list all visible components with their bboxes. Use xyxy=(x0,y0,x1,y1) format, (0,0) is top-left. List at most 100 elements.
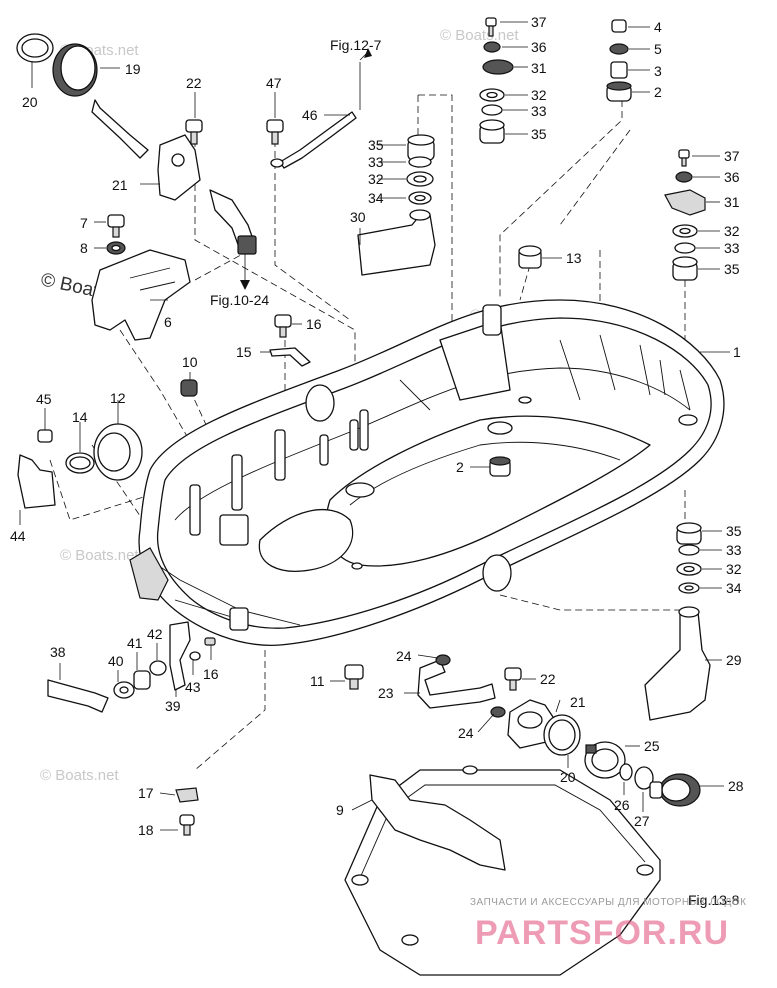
callout-46: 46 xyxy=(302,107,318,123)
bracket-21 xyxy=(157,134,257,255)
clamp-24-top xyxy=(435,654,451,666)
o-ring-33-center xyxy=(481,104,503,116)
bracket-44 xyxy=(17,454,56,509)
callout-5: 5 xyxy=(654,41,662,57)
screw-16-bottom xyxy=(204,637,216,646)
callout-31: 31 xyxy=(724,194,740,210)
clamp-24-bottom xyxy=(490,706,506,718)
callout-30: 30 xyxy=(350,209,366,225)
ground-wire-46 xyxy=(270,111,357,169)
o-ring-20 xyxy=(16,33,54,63)
clip-15 xyxy=(269,347,311,367)
hose-clamp-14 xyxy=(65,452,95,474)
callout-42: 42 xyxy=(147,626,163,642)
washer-32-right xyxy=(672,224,698,238)
bolt-11 xyxy=(344,664,364,690)
bracket-21-right xyxy=(507,699,556,749)
callout-10: 10 xyxy=(182,354,198,370)
callout-34: 34 xyxy=(726,580,742,596)
callout-35: 35 xyxy=(724,261,740,277)
callout-25: 25 xyxy=(644,738,660,754)
callout-24: 24 xyxy=(458,725,474,741)
callout-15: 15 xyxy=(236,344,252,360)
washer-34-top xyxy=(408,191,432,205)
callout-26: 26 xyxy=(614,797,630,813)
callout-8: 8 xyxy=(80,240,88,256)
washer-42 xyxy=(149,660,167,676)
grommet-2-top xyxy=(606,81,632,102)
screw-37-right xyxy=(678,149,690,167)
callout-6: 6 xyxy=(164,314,172,330)
footer-branding: ЗАПЧАСТИ И АКСЕССУАРЫ ДЛЯ МОТОРНЫХ ЛОДОК… xyxy=(470,897,746,952)
callout-29: 29 xyxy=(726,652,742,668)
callout-14: 14 xyxy=(72,409,88,425)
arrow-icon xyxy=(240,280,250,290)
figure-ref-middle: Fig.10-24 xyxy=(210,292,269,308)
washer-32-center xyxy=(479,88,505,102)
figure-references: Fig.12-7 Fig.10-24 Fig.13-8 xyxy=(210,37,740,908)
callout-1: 1 xyxy=(733,344,741,360)
leader-lines xyxy=(19,21,730,831)
washer-36-center xyxy=(483,41,501,53)
callout-38: 38 xyxy=(50,644,66,660)
callout-12: 12 xyxy=(110,390,126,406)
bolt-22 xyxy=(185,119,203,145)
callout-36: 36 xyxy=(724,169,740,185)
callout-32: 32 xyxy=(726,561,742,577)
callout-33: 33 xyxy=(368,154,384,170)
collar-40 xyxy=(113,681,135,699)
callout-2: 2 xyxy=(654,84,662,100)
figure-ref-bottom-right: Fig.13-8 xyxy=(688,892,740,908)
grommet-25 xyxy=(584,741,626,779)
callout-44: 44 xyxy=(10,528,26,544)
callout-17: 17 xyxy=(138,785,154,801)
callout-34: 34 xyxy=(368,190,384,206)
callout-35: 35 xyxy=(531,126,547,142)
callout-39: 39 xyxy=(165,698,181,714)
callout-33: 33 xyxy=(724,240,740,256)
callout-4: 4 xyxy=(654,19,662,35)
watermark: © Boats.net xyxy=(40,767,119,784)
hose-23 xyxy=(417,659,496,709)
grommet-12 xyxy=(93,423,143,481)
callout-22: 22 xyxy=(186,75,202,91)
callout-7: 7 xyxy=(80,215,88,231)
callout-19: 19 xyxy=(125,61,141,77)
bushing-35-top xyxy=(407,134,435,161)
bottom-plate xyxy=(344,765,661,976)
o-ring-20-right xyxy=(543,714,581,756)
bolt-47 xyxy=(266,119,284,145)
callout-37: 37 xyxy=(724,148,740,164)
screw-37-center xyxy=(485,17,497,37)
arrow-icon xyxy=(364,48,372,58)
lever-38 xyxy=(47,679,109,713)
callout-27: 27 xyxy=(634,813,650,829)
nut-plate-17 xyxy=(175,787,199,803)
callout-31: 31 xyxy=(531,60,547,76)
o-ring-33-top xyxy=(408,156,432,168)
bolt-45 xyxy=(37,429,53,443)
callout-47: 47 xyxy=(266,75,282,91)
bolt-7 xyxy=(107,214,125,238)
callout-28: 28 xyxy=(728,778,744,794)
callout-35: 35 xyxy=(726,523,742,539)
callout-33: 33 xyxy=(726,542,742,558)
washer-34-lower xyxy=(678,582,700,594)
bushing-35-right xyxy=(672,256,698,281)
callout-numbers: 19 20 21 22 47 46 7 8 6 35 33 32 34 30 3… xyxy=(10,14,744,838)
washer-32-top xyxy=(406,171,434,187)
callout-20: 20 xyxy=(560,769,576,785)
callout-32: 32 xyxy=(368,171,384,187)
washer-5 xyxy=(609,43,629,55)
bushing-35-lower xyxy=(676,522,702,545)
hook-39 xyxy=(169,621,191,691)
callout-32: 32 xyxy=(531,87,547,103)
footer-brand-logo: PARTSFOR.RU xyxy=(475,914,729,952)
bolt-16-top xyxy=(274,314,292,338)
callout-37: 37 xyxy=(531,14,547,30)
lever-31-center xyxy=(482,59,514,75)
callout-20: 20 xyxy=(22,94,38,110)
washer-32-lower xyxy=(676,562,702,576)
figure-ref-top: Fig.12-7 xyxy=(330,37,382,53)
bushing-35-center xyxy=(479,119,505,144)
